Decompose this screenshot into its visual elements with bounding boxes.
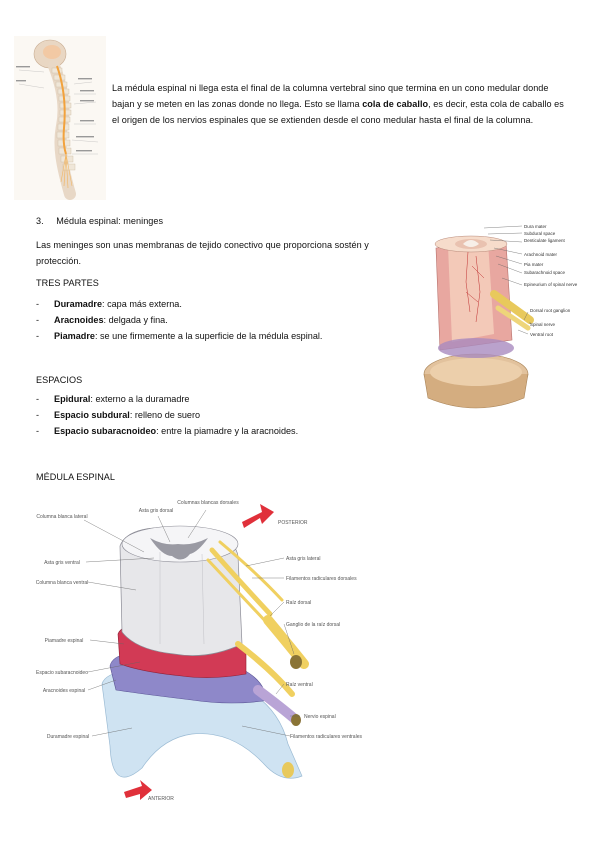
figure-label: Asta gris ventral [44, 560, 80, 566]
figure-label: Ventral root [530, 332, 554, 337]
list-item: -Duramadre: capa más externa. [36, 299, 182, 309]
spinal-cord-illustration: POSTERIOR ANTERIOR [32, 494, 372, 806]
spine-drawing [14, 36, 106, 200]
figure-label: Ganglio de la raíz dorsal [286, 622, 340, 628]
intro-paragraph: La médula espinal ni llega esta el final… [112, 80, 572, 128]
parts-list: -Duramadre: capa más externa. -Aracnoide… [36, 296, 416, 344]
figure-label: Subdural space [524, 231, 556, 236]
figure-heading: MÉDULA ESPINAL [36, 472, 116, 482]
section-description: Las meninges son unas membranas de tejid… [36, 240, 369, 266]
figure-label: Columna blanca lateral [36, 514, 87, 520]
figure-label: Filamentos radiculares dorsales [286, 576, 357, 582]
spinal-cord-drawing: POSTERIOR ANTERIOR [36, 500, 363, 802]
list-item: -Piamadre: se une firmemente a la superf… [36, 331, 323, 341]
figure-label: Aracnoides espinal [43, 688, 85, 694]
figure-label: Epineurium of spinal nerve [524, 282, 578, 287]
list-item: -Espacio subaracnoideo: entre la piamadr… [36, 426, 299, 436]
posterior-label: POSTERIOR [278, 520, 308, 526]
section-heading: 3. Médula espinal: meninges [36, 213, 163, 229]
figure-label: Asta gris lateral [286, 556, 320, 562]
figure-label: Asta gris dorsal [139, 508, 173, 514]
posterior-arrow-icon [242, 504, 274, 528]
anterior-label: ANTERIOR [148, 796, 174, 802]
figure-label: Dura mater [524, 224, 547, 229]
figure-label: Filamentos radiculares ventrales [290, 734, 362, 740]
section-title: Médula espinal: meninges [56, 216, 164, 226]
figure-label: Arachnoid mater [524, 252, 558, 257]
spaces-heading: ESPACIOS [36, 375, 83, 385]
spaces-list: -Epidural: externo a la duramadre -Espac… [36, 391, 416, 439]
intro-bold-term: cola de caballo [362, 99, 429, 109]
meninges-drawing: Dura mater Subdural space Denticulate li… [423, 224, 578, 409]
figure-label: Denticulate ligament [524, 238, 566, 243]
spine-illustration [14, 36, 106, 200]
intro-text-start: La médula espinal ni llega esta el final… [112, 83, 549, 109]
section-number: 3. [36, 216, 44, 226]
figure-label: Pia mater [524, 262, 544, 267]
figure-label: Nervio espinal [304, 714, 336, 720]
figure-label: Piamadre espinal [45, 638, 84, 644]
meninges-illustration: Dura mater Subdural space Denticulate li… [418, 222, 580, 420]
anterior-arrow-icon [124, 780, 152, 800]
figure-label: Dorsal root ganglion [530, 308, 571, 313]
parts-heading: TRES PARTES [36, 278, 99, 288]
list-item: -Aracnoides: delgada y fina. [36, 315, 168, 325]
figure-label: Duramadre espinal [47, 734, 89, 740]
figure-label: Columnas blancas dorsales [177, 500, 239, 506]
list-item: -Espacio subdural: relleno de suero [36, 410, 201, 420]
intro-text-end: , es decir, esta cola de caballo es el o… [112, 99, 564, 125]
figure-label: Columna blanca ventral [36, 580, 89, 586]
figure-label: Espacio subaracnoideo [36, 670, 88, 676]
figure-label: Raíz dorsal [286, 600, 311, 606]
figure-label: Raíz ventral [286, 682, 313, 688]
figure-label: Subarachnoid space [524, 270, 566, 275]
list-item: -Epidural: externo a la duramadre [36, 394, 190, 404]
figure-label: Spinal nerve [530, 322, 556, 327]
